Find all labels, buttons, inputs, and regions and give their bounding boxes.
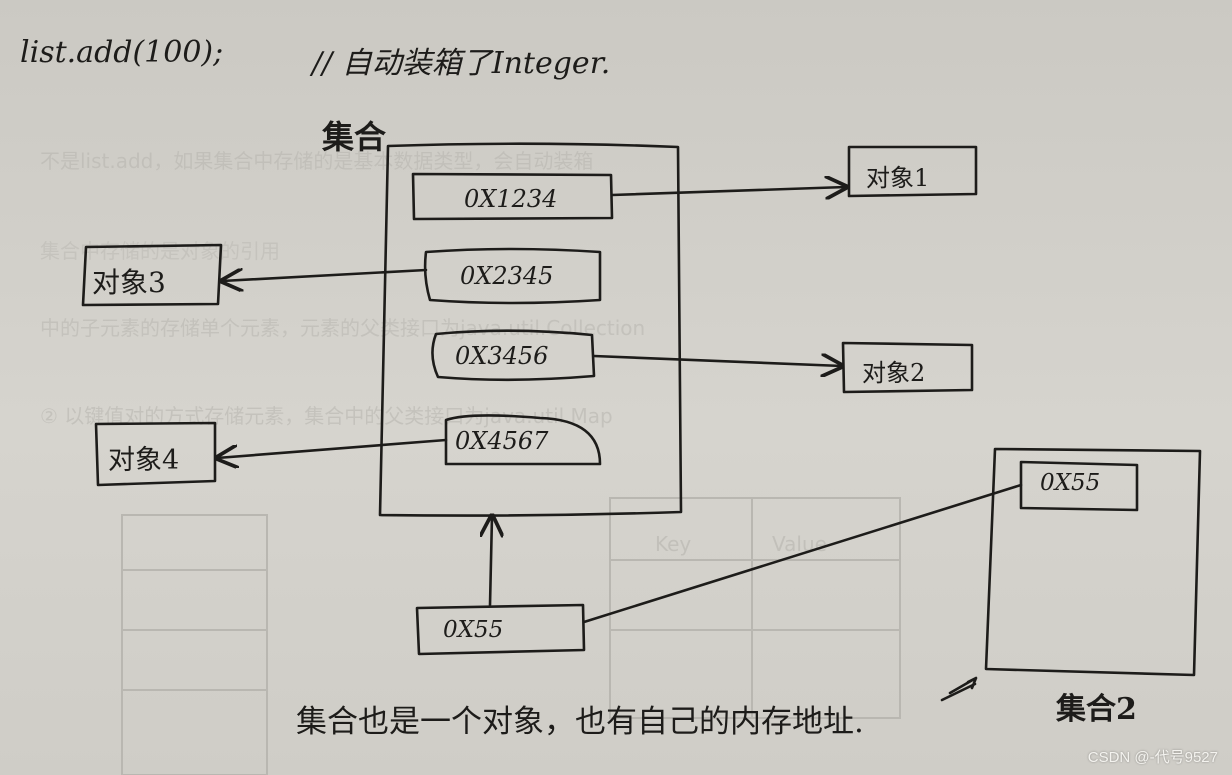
show-through-key: Key <box>655 532 692 556</box>
collection2-slot-box <box>1019 460 1139 512</box>
slot-label-2: 0X2345 <box>460 262 554 290</box>
object-label-1: 对象1 <box>866 164 930 192</box>
object-box-1 <box>847 145 978 198</box>
object-label-3: 对象3 <box>92 266 166 299</box>
object-box-4 <box>94 421 217 487</box>
slot-box-4 <box>444 414 602 466</box>
show-through-line-1: 不是list.add，如果集合中存储的是基本数据类型，会自动装箱 <box>40 149 594 173</box>
collection2-label: 集合2 <box>1056 692 1137 727</box>
slot-label-4: 0X4567 <box>455 427 549 455</box>
slot-box-1 <box>411 172 614 221</box>
arrow-mark-icon <box>940 676 978 702</box>
arrow-slot2-to-object3 <box>222 270 428 281</box>
caption: 集合也是一个对象，也有自己的内存地址. <box>296 704 864 740</box>
arrow-slot1-to-object1 <box>610 187 846 195</box>
object-label-2: 对象2 <box>862 359 926 387</box>
show-through-line-3: 中的子元素的存储单个元素，元素的父类接口为java.util.Collectio… <box>40 316 646 340</box>
object-box-3 <box>81 243 223 307</box>
slot-label-1: 0X1234 <box>464 185 558 213</box>
line-pointer-to-collection2-slot <box>582 483 1023 624</box>
slot-label-3: 0X3456 <box>455 342 549 370</box>
object-label-4: 对象4 <box>108 445 180 476</box>
arrow-slot4-to-object4 <box>217 438 448 458</box>
arrow-slot3-to-object2 <box>592 356 842 366</box>
collection-label: 集合 <box>322 118 387 156</box>
slot-box-2 <box>423 247 602 305</box>
show-through-value: Value <box>772 532 827 556</box>
collection2-box <box>984 447 1202 677</box>
watermark: CSDN @-代号9527 <box>1087 749 1218 766</box>
show-through-line-2: 集合中存储的是对象的引用 <box>40 239 280 263</box>
collection2-slot-label: 0X55 <box>1040 470 1101 496</box>
slot-box-3 <box>431 329 596 382</box>
show-through-grid <box>121 497 901 775</box>
header-comment: // 自动装箱了Integer. <box>312 46 611 81</box>
pointer-box <box>415 603 586 656</box>
pointer-label: 0X55 <box>443 617 504 643</box>
collection-box <box>378 142 683 517</box>
header-code: list.add(100); <box>20 35 224 70</box>
arrow-pointer-to-collection <box>490 516 492 607</box>
